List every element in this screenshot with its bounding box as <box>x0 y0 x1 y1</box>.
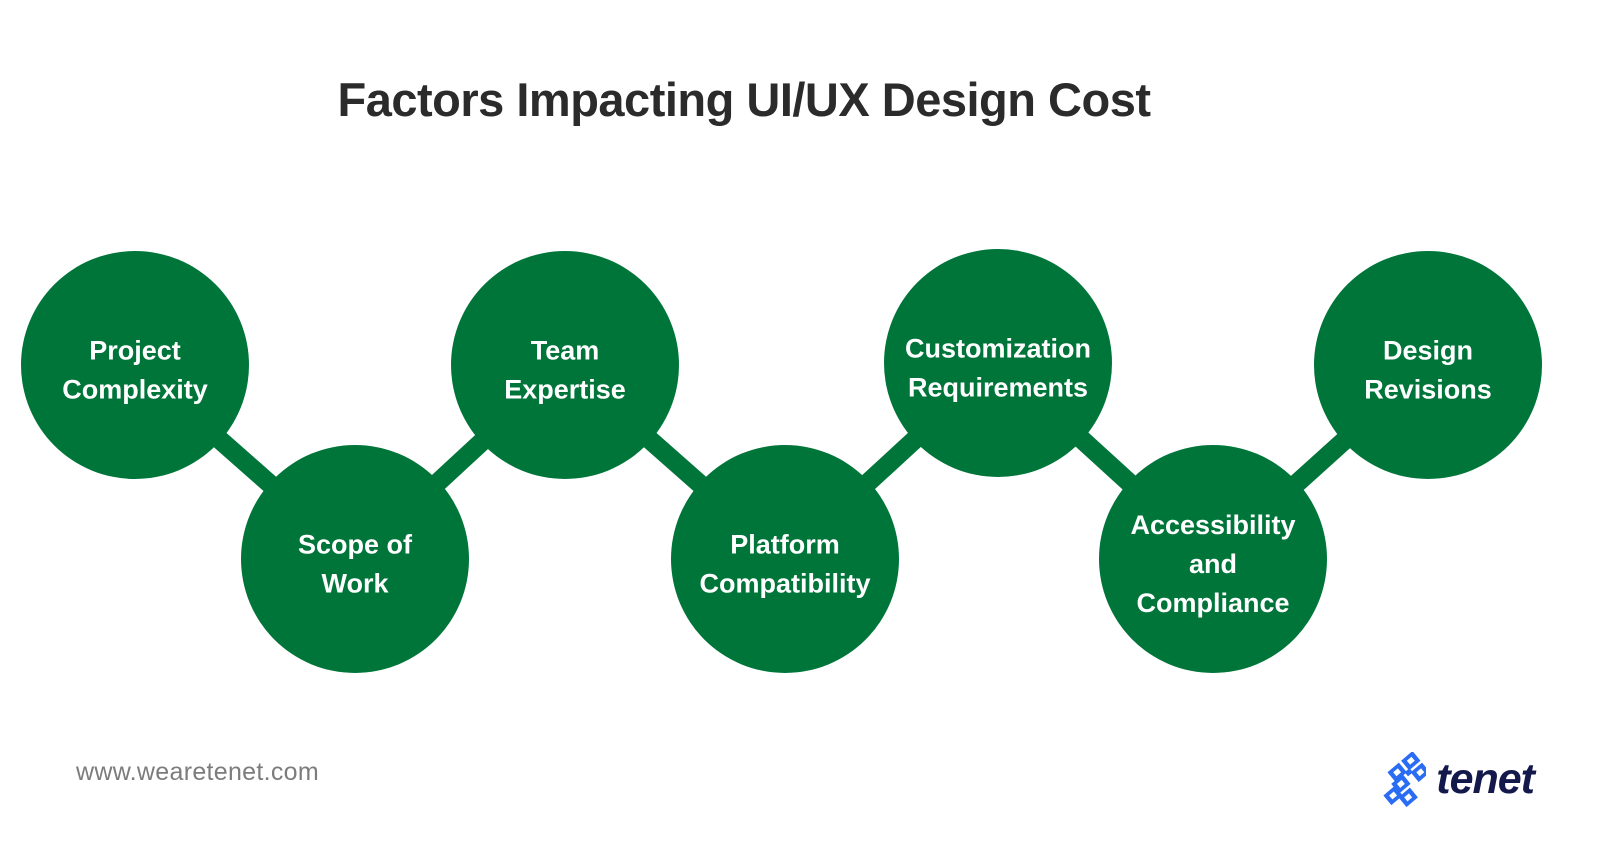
factor-circle <box>451 251 679 479</box>
tenet-logo: tenet <box>1379 750 1535 813</box>
website-url: www.wearetenet.com <box>76 758 319 786</box>
tenet-logo-icon <box>1379 750 1431 813</box>
page-title: Factors Impacting UI/UX Design Cost <box>337 73 1151 126</box>
factor-circle <box>21 251 249 479</box>
tenet-logo-text: tenet <box>1436 755 1535 803</box>
factor-circle <box>241 445 469 673</box>
factor-circle <box>1099 445 1327 673</box>
factor-circle <box>1314 251 1542 479</box>
factor-circle <box>671 445 899 673</box>
factor-circle <box>884 249 1112 477</box>
